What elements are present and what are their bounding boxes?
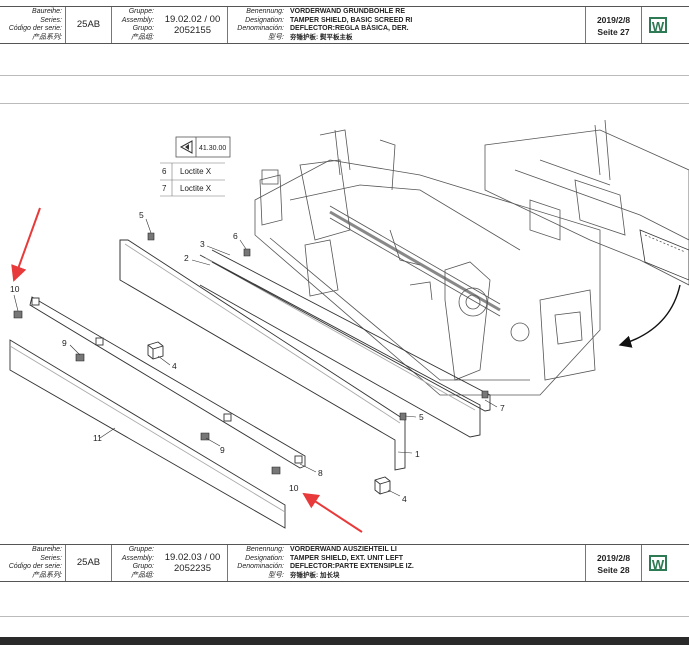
callout-4a: 4 [172, 361, 177, 371]
legend-text-7: Loctite X [180, 184, 212, 193]
page-header-bottom: Baureihe:Series:Código der serie:产品系列: 2… [0, 544, 689, 582]
legend-box [160, 136, 231, 197]
callout-11: 11 [93, 433, 102, 443]
screws [13, 232, 489, 475]
extension-unit-illustration [484, 119, 689, 286]
part-8-bar [29, 296, 306, 469]
legend-num-6: 6 [162, 167, 167, 176]
leader-lines [13, 218, 498, 497]
exploded-parts-drawing: 41.30.00 6 Loctite X 7 Loctite X [9, 119, 689, 533]
series-value: 25AB [66, 545, 112, 581]
series-labels: Baureihe:Series:Código der serie:产品系列: [0, 545, 66, 581]
callout-9b: 9 [220, 445, 225, 455]
callout-6: 6 [233, 231, 238, 241]
wacker-logo: W [649, 555, 667, 572]
callout-10a: 10 [10, 284, 20, 294]
callout-5a: 5 [139, 210, 144, 220]
group-labels: Gruppe:Assembly:Grupo:产品组: [121, 8, 154, 41]
series-value: 25AB [66, 7, 112, 43]
wacker-logo: W [649, 17, 667, 34]
divider [0, 616, 689, 617]
callout-4b: 4 [402, 494, 407, 504]
name-labels: Benennung:Designation:Denominación:型号: [237, 546, 284, 579]
series-labels: Baureihe:Series:Código der serie:产品系列: [0, 7, 66, 43]
legend-ref: 41.30.00 [199, 145, 226, 152]
callout-9a: 9 [62, 338, 67, 348]
divider [0, 103, 689, 104]
part-11-plate [9, 339, 286, 529]
callout-8: 8 [318, 468, 323, 478]
callout-1: 1 [415, 449, 420, 459]
callout-2: 2 [184, 253, 189, 263]
callout-5b: 5 [419, 412, 424, 422]
callout-3: 3 [200, 239, 205, 249]
part-1-front-wall [119, 239, 406, 471]
group-labels: Gruppe:Assembly:Grupo:产品组: [121, 546, 154, 579]
legend-text-6: Loctite X [180, 167, 212, 176]
rotation-arrow [618, 284, 681, 348]
legend-num-7: 7 [162, 184, 167, 193]
screed-frame-illustration [254, 129, 601, 396]
callout-10b: 10 [289, 483, 299, 493]
red-arrow-top [11, 207, 41, 282]
part-2-3-strips [199, 249, 491, 438]
page-header-top: Baureihe:Series:Código der serie:产品系列: 2… [0, 6, 689, 44]
divider [0, 75, 689, 76]
bottom-toolbar-edge [0, 637, 689, 645]
name-labels: Benennung:Designation:Denominación:型号: [237, 8, 284, 41]
red-arrow-bottom [302, 492, 363, 533]
callout-7: 7 [500, 403, 505, 413]
part-4-blocks [147, 341, 391, 495]
